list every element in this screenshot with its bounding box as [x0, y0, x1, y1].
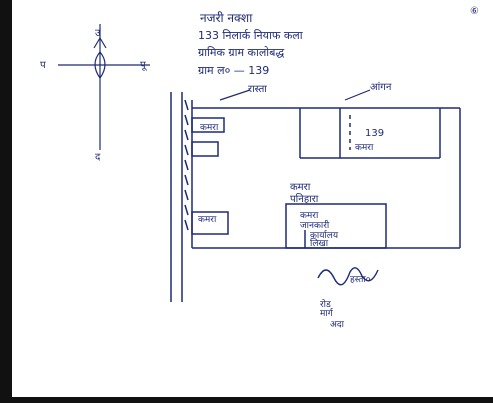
label-arrows: [219, 89, 371, 101]
compass-north-label: उ: [95, 28, 101, 39]
signature-sub: हस्ता०: [350, 275, 371, 285]
arrow-yard-label: [344, 89, 371, 101]
bottom-note-3: अदा: [330, 320, 345, 330]
road-tick: [184, 129, 189, 141]
left-middle-box: [191, 141, 219, 157]
label-yard: आंगन: [370, 81, 392, 93]
label-road: रास्ता: [248, 84, 267, 95]
bottom-note-2: मार्ग: [320, 307, 334, 319]
compass-south-label: द: [95, 152, 101, 163]
road-tick: [184, 99, 189, 111]
bottom-note-1: रोड: [320, 298, 331, 310]
title-line-2: 133 निलार्क नियाफ कला: [198, 29, 303, 42]
road-tick: [184, 189, 189, 201]
label-left-upper-box: कमरा: [200, 123, 219, 133]
compass-arrow-north: [93, 37, 107, 49]
label-bottom-box-4: लिखा: [310, 237, 329, 249]
title-line-3: ग्रामिक ग्राम कालोबद्ध: [198, 46, 284, 59]
compass-east-label: पू: [140, 60, 148, 71]
road-tick: [184, 159, 189, 171]
compass-rose: [58, 24, 150, 150]
page-number: ⑥: [470, 6, 479, 17]
compass-west-label: प: [40, 60, 46, 71]
scan-border-left: [0, 0, 12, 403]
label-middle-2: पनिहारा: [290, 193, 319, 205]
paper-sheet: [12, 0, 493, 397]
left-bottom-box: [191, 211, 229, 235]
compass-center-mark: [94, 51, 106, 80]
label-middle-1: कमरा: [290, 182, 311, 193]
label-room-number: 139: [365, 128, 384, 139]
road-tick: [184, 219, 189, 231]
road-tick: [184, 144, 189, 156]
left-upper-box: [191, 117, 225, 133]
road-tick: [184, 204, 189, 216]
building-outline: [191, 100, 461, 249]
label-room-right-sub: कमरा: [355, 143, 374, 153]
bottom-room-box: [285, 203, 387, 249]
road: [170, 92, 189, 302]
label-bottom-box-3: कार्यालय: [310, 229, 339, 241]
scan-border-bottom: [0, 397, 493, 403]
label-bottom-box-2: जानकारी: [300, 219, 330, 231]
arrow-road-label: [219, 89, 251, 101]
title-line-1: नजरी नक्शा: [200, 11, 253, 25]
signature: [317, 267, 379, 286]
road-tick: [184, 174, 189, 186]
label-left-bottom-box: कमरा: [198, 215, 217, 225]
title-line-4: ग्राम ल० — 139: [198, 64, 269, 77]
road-tick: [184, 114, 189, 126]
label-bottom-box-1: कमरा: [300, 211, 319, 221]
